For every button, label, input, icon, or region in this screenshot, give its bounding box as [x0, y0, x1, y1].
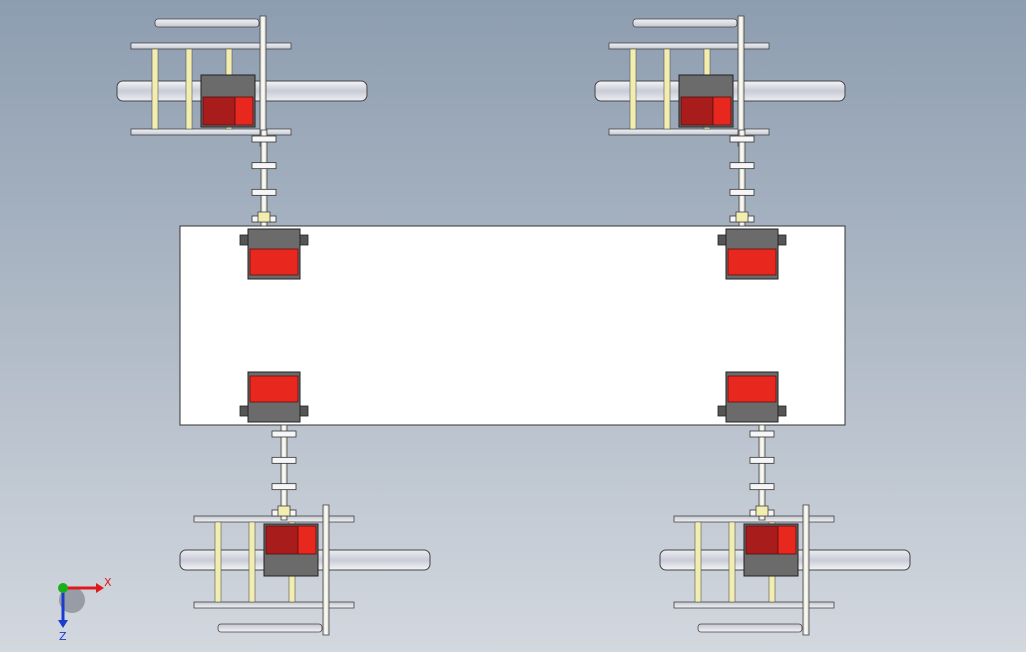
upper-plate	[130, 42, 292, 50]
knee-servo-red	[202, 96, 236, 126]
upper-plate	[673, 601, 835, 609]
shaft-collar	[251, 188, 277, 196]
servo-mount-tab	[299, 234, 309, 246]
standoff	[185, 48, 193, 130]
drive-shaft	[271, 424, 297, 521]
lower-plate	[130, 128, 292, 136]
shaft-rod	[280, 424, 288, 521]
drive-shaft	[749, 424, 775, 521]
axis-y-dot	[58, 583, 68, 593]
drive-shaft	[251, 129, 277, 227]
shaft-collar	[251, 162, 277, 170]
top-plate	[632, 18, 738, 28]
axis-z-label: Z	[59, 630, 67, 643]
shaft-rod	[758, 424, 766, 521]
knee-servo-red-side	[712, 96, 732, 126]
standoff	[728, 521, 736, 603]
body-servos-group	[239, 228, 787, 423]
coordinate-triad: X Z	[58, 576, 112, 643]
vertical-post	[322, 504, 330, 636]
body-servo	[239, 371, 309, 423]
servo-mount-tab	[777, 234, 787, 246]
shaft-coupler	[257, 211, 271, 223]
lower-plate	[193, 515, 355, 523]
servo-mount-tab	[717, 405, 727, 417]
shaft-collar	[271, 456, 297, 464]
shaft-rod	[260, 129, 268, 227]
shaft-rod	[738, 129, 746, 227]
servo-red-panel	[249, 375, 299, 403]
knee-servo-red	[265, 525, 299, 555]
axis-x-arrow	[96, 583, 104, 593]
leg-rear-left	[179, 504, 431, 636]
standoff	[629, 48, 637, 130]
body-servo	[239, 228, 309, 280]
shaft-collar	[749, 483, 775, 491]
standoff	[214, 521, 222, 603]
standoff	[248, 521, 256, 603]
shaft-collar	[271, 483, 297, 491]
leg-rear-right	[659, 504, 911, 636]
lower-plate	[608, 128, 770, 136]
knee-servo-red-side	[777, 525, 797, 555]
vertical-post	[259, 15, 267, 147]
top-plate	[697, 623, 803, 633]
shaft-collar	[251, 135, 277, 143]
shaft-collar	[729, 135, 755, 143]
knee-servo-red-side	[234, 96, 254, 126]
shaft-coupler	[755, 505, 769, 517]
upper-plate	[608, 42, 770, 50]
servo-red-panel	[727, 375, 777, 403]
upper-plate	[193, 601, 355, 609]
standoff	[151, 48, 159, 130]
body-servo	[717, 371, 787, 423]
drive-shaft	[729, 129, 755, 227]
standoff	[694, 521, 702, 603]
servo-mount-tab	[777, 405, 787, 417]
shaft-collar	[729, 188, 755, 196]
axis-x-label: X	[104, 576, 112, 589]
axis-z-arrow	[58, 620, 68, 628]
shaft-coupler	[277, 505, 291, 517]
shaft-collar	[729, 162, 755, 170]
servo-red-panel	[249, 248, 299, 276]
top-plate	[217, 623, 323, 633]
servo-mount-tab	[717, 234, 727, 246]
knee-servo-red	[745, 525, 779, 555]
shaft-coupler	[735, 211, 749, 223]
legs-group	[116, 15, 911, 636]
shaft-collar	[749, 430, 775, 438]
servo-red-panel	[727, 248, 777, 276]
body-servo	[717, 228, 787, 280]
servo-mount-tab	[239, 234, 249, 246]
vertical-post	[737, 15, 745, 147]
shaft-collar	[749, 456, 775, 464]
vertical-post	[802, 504, 810, 636]
knee-servo-red-side	[297, 525, 317, 555]
knee-servo-red	[680, 96, 714, 126]
servo-mount-tab	[299, 405, 309, 417]
top-plate	[154, 18, 260, 28]
lower-plate	[673, 515, 835, 523]
servo-mount-tab	[239, 405, 249, 417]
leg-front-left	[116, 15, 368, 147]
triad-origin	[59, 587, 85, 613]
shaft-collar	[271, 430, 297, 438]
leg-front-right	[594, 15, 846, 147]
standoff	[663, 48, 671, 130]
